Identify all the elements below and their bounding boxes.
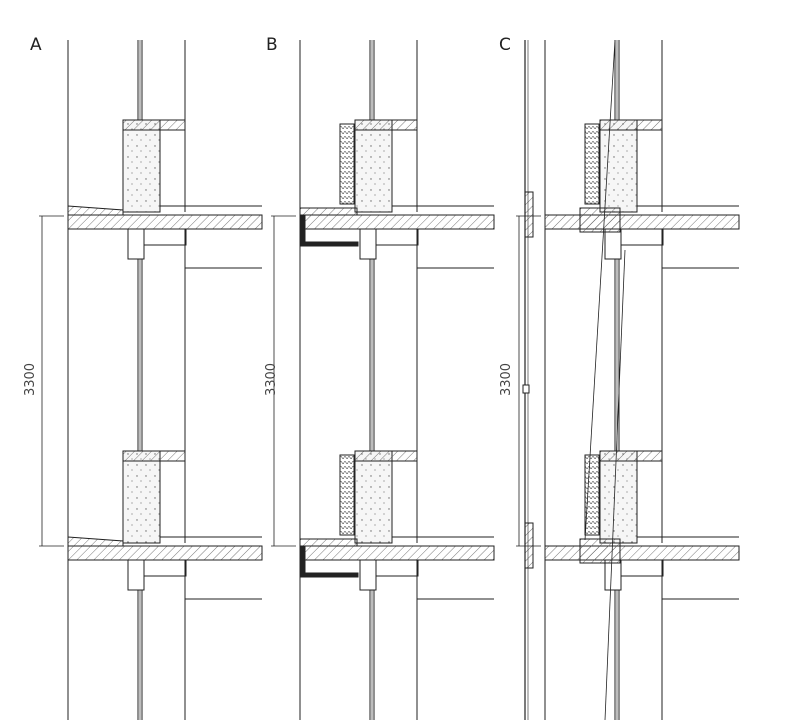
concrete-upstand: [122, 119, 161, 213]
rod-clamp: [522, 384, 530, 394]
dimension-label-a: 3300: [23, 362, 39, 397]
fascia-panel: [299, 214, 306, 246]
blind-box: [359, 559, 377, 591]
louvre-blade: [524, 522, 534, 569]
floor-slab: [67, 545, 263, 561]
window-sill: [122, 119, 186, 131]
head-trim: [620, 559, 664, 577]
tension-cable: [584, 39, 616, 541]
blind-box: [127, 559, 145, 591]
blind-box: [604, 559, 622, 591]
head-trim: [143, 559, 187, 577]
insulation-layer: [339, 454, 355, 536]
window-sill: [122, 450, 186, 462]
blind-box: [604, 228, 622, 260]
exterior-cladding: [299, 207, 358, 216]
insulation-layer: [584, 123, 600, 205]
floor-slab: [544, 214, 740, 230]
floor-slab: [67, 214, 263, 230]
blind-box: [127, 228, 145, 260]
window-sill: [354, 119, 418, 131]
blind-box: [359, 228, 377, 260]
fascia-panel: [299, 545, 306, 577]
window-sill: [599, 119, 663, 131]
insulation-layer: [339, 123, 355, 205]
concrete-upstand: [122, 450, 161, 544]
tension-cable: [604, 249, 626, 720]
floor-slab: [299, 545, 495, 561]
head-trim: [620, 228, 664, 246]
head-trim: [375, 559, 419, 577]
exterior-ledge: [67, 205, 124, 216]
fascia-soffit: [299, 572, 359, 578]
window-sill: [599, 450, 663, 462]
head-trim: [375, 228, 419, 246]
floor-slab: [299, 214, 495, 230]
fascia-soffit: [299, 241, 359, 247]
window-sill: [354, 450, 418, 462]
dimension-label-c: 3300: [499, 362, 515, 397]
louvre-blade: [524, 191, 534, 238]
head-trim: [143, 228, 187, 246]
concrete-upstand: [354, 119, 393, 213]
sunshade-bracket: [579, 538, 621, 564]
section-label-c: C: [499, 35, 511, 55]
dimension-label-b: 3300: [264, 362, 280, 397]
insulation-layer: [584, 454, 600, 536]
exterior-cladding: [299, 538, 358, 547]
exterior-ledge: [67, 536, 124, 547]
floor-slab: [544, 545, 740, 561]
section-label-b: B: [266, 35, 278, 55]
concrete-upstand: [599, 450, 638, 544]
concrete-upstand: [354, 450, 393, 544]
section-label-a: A: [30, 35, 42, 55]
sunshade-bracket: [579, 207, 621, 233]
